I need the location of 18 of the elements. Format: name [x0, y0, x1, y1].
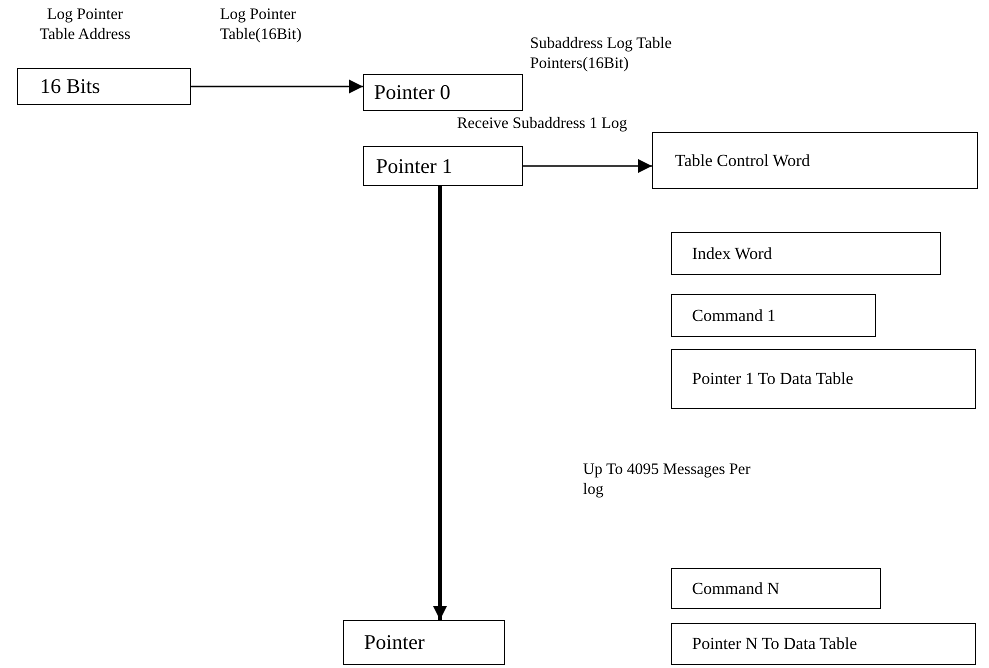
table-entry-box: Command 1 — [671, 294, 876, 337]
table-entry-box: Pointer N To Data Table — [671, 623, 976, 665]
arrow — [523, 159, 652, 173]
table-entry-box: Pointer 1 — [363, 146, 523, 186]
arrow — [433, 186, 447, 620]
annotation-label: Receive Subaddress 1 Log — [457, 114, 628, 134]
annotation-label: Up To 4095 Messages Per log — [583, 460, 752, 500]
table-entry-box: Pointer 0 — [363, 74, 523, 111]
table-entry-box: Pointer 1 To Data Table — [671, 349, 976, 409]
table-entry-box: 16 Bits — [17, 68, 191, 105]
table-entry-box: Index Word — [671, 232, 941, 275]
annotation-label: Log Pointer Table(16Bit) — [220, 5, 300, 45]
table-entry-box: Pointer — [343, 620, 505, 665]
annotation-label: Subaddress Log Table Pointers(16Bit) — [530, 34, 673, 74]
arrow — [191, 80, 363, 94]
annotation-label: Log Pointer Table Address — [38, 5, 132, 45]
table-entry-box: Table Control Word — [652, 132, 978, 189]
table-entry-box: Command N — [671, 568, 881, 609]
